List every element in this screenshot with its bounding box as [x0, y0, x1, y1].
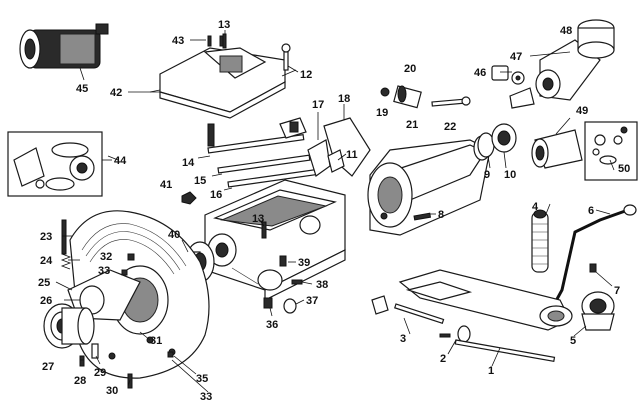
label-9: 9	[484, 169, 490, 181]
part-2	[439, 325, 471, 343]
part-4-spring	[531, 209, 549, 273]
remote-housing	[398, 269, 573, 331]
part-49	[531, 129, 583, 169]
label-42: 42	[110, 87, 122, 99]
label-2: 2	[440, 353, 446, 365]
selector-rods	[197, 123, 319, 191]
part-13-mid	[261, 221, 267, 239]
part-11	[327, 149, 347, 173]
label-23: 23	[40, 231, 52, 243]
part-50-kit-box	[584, 121, 638, 181]
label-15: 15	[194, 175, 206, 187]
part-12-bolt	[281, 43, 299, 73]
part-45-slave-cylinder	[19, 23, 109, 81]
label-43: 43	[172, 35, 184, 47]
label-27: 27	[42, 361, 54, 373]
label-8: 8	[438, 209, 444, 221]
label-26: 26	[40, 295, 52, 307]
label-44: 44	[114, 155, 127, 167]
label-47: 47	[510, 51, 522, 63]
label-28: 28	[74, 375, 86, 387]
label-19: 19	[376, 107, 388, 119]
part-7	[589, 263, 613, 287]
label-13-top: 13	[218, 19, 230, 31]
part-32-33-studs	[121, 253, 174, 358]
label-16: 16	[210, 189, 222, 201]
part-9-10-seals	[477, 123, 517, 158]
label-21: 21	[406, 119, 418, 131]
part-19-22	[380, 85, 471, 109]
label-49: 49	[576, 105, 588, 117]
label-37: 37	[306, 295, 318, 307]
part-27-bearing	[43, 303, 95, 349]
label-14: 14	[182, 157, 195, 169]
part-3-rod	[371, 295, 445, 325]
label-1: 1	[488, 365, 494, 377]
label-3: 3	[400, 333, 406, 345]
part-17-fork	[307, 112, 331, 177]
part-1-rod	[454, 339, 556, 362]
part-6-gear-lever	[548, 204, 637, 313]
part-36-39	[263, 255, 313, 317]
part-5	[581, 291, 615, 331]
label-30: 30	[106, 385, 118, 397]
label-39: 39	[298, 257, 310, 269]
label-35: 35	[196, 373, 208, 385]
label-11: 11	[346, 149, 358, 161]
label-31: 31	[150, 335, 162, 347]
gearbox-case	[204, 179, 346, 301]
part-47-48-master-cylinder	[509, 19, 615, 109]
label-29: 29	[94, 367, 106, 379]
label-4: 4	[532, 201, 539, 213]
part-43-pins	[190, 35, 224, 47]
part-23-24	[60, 219, 72, 270]
label-12: 12	[300, 69, 312, 81]
part-8-bolt	[413, 212, 436, 221]
label-32: 32	[100, 251, 112, 263]
label-50: 50	[618, 163, 630, 175]
label-33b: 33	[200, 391, 212, 403]
label-41: 41	[160, 179, 172, 191]
label-33a: 33	[98, 265, 110, 277]
label-45: 45	[76, 83, 88, 95]
label-5: 5	[570, 335, 576, 347]
label-22: 22	[444, 121, 456, 133]
selector-block	[279, 117, 307, 139]
label-40: 40	[168, 229, 180, 241]
label-20: 20	[404, 63, 416, 75]
part-44-kit-box	[7, 131, 112, 197]
part-labels: 1 2 3 4 5 6 7 8 9 10 11 12 13 13 14 15 1…	[38, 19, 630, 403]
label-7: 7	[614, 285, 620, 297]
label-36: 36	[266, 319, 278, 331]
part-41-nut	[181, 191, 197, 205]
label-17: 17	[312, 99, 324, 111]
label-24: 24	[40, 255, 53, 267]
part-13-top	[222, 30, 227, 49]
leader-lines	[55, 51, 615, 393]
label-48: 48	[560, 25, 572, 37]
label-13-mid: 13	[252, 213, 264, 225]
label-6: 6	[588, 205, 594, 217]
part-46	[491, 65, 525, 85]
label-10: 10	[504, 169, 516, 181]
label-46: 46	[474, 67, 486, 79]
part-42-top-cover	[149, 47, 286, 119]
label-18: 18	[338, 93, 350, 105]
label-38: 38	[316, 279, 328, 291]
label-25: 25	[38, 277, 50, 289]
rear-extension	[367, 135, 491, 236]
